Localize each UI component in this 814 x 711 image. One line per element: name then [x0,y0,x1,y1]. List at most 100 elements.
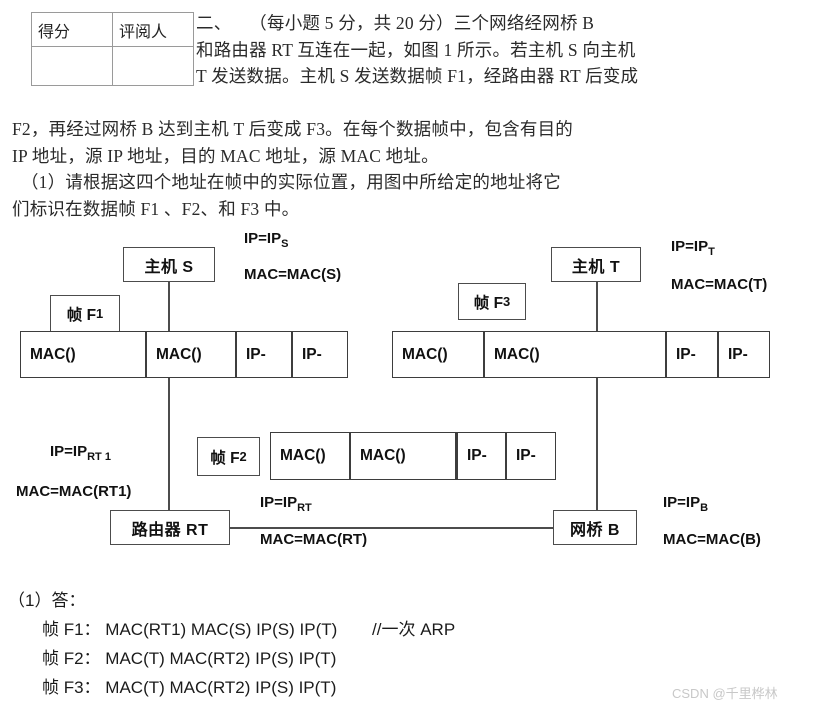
frame-f3-cell-dest-ip-label: IP- [676,345,696,363]
frame-f2-cell-dest-mac-label: MAC() [280,447,326,464]
tag-frame-f1-label: 帧 F [66,306,97,324]
node-host-s-label: 主机 S [144,258,194,276]
score-table: 得分 评阅人 [31,12,194,86]
annotation-rt1-ip-subscript: RT 1 [87,451,111,463]
annotation-host-t-ip: IP=IPT [671,238,715,258]
reviewer-header-cell: 评阅人 [112,12,194,47]
frame-f2-cell-src-mac: MAC() [350,432,456,480]
wire-router-to-bridge [230,527,554,529]
node-bridge-b: 网桥 B [553,510,637,545]
answer-section: （1）答： 帧 F1： MAC(RT1) MAC(S) IP(S) IP(T) … [8,586,608,702]
answer-row-label: 帧 F1： [42,620,101,639]
annotation-bridge-b-ip-text: IP=IP [663,494,701,511]
frame-f3-cell-src-mac: MAC() [484,331,666,378]
answer-row: 帧 F1： MAC(RT1) MAC(S) IP(S) IP(T) //一次 A… [8,615,608,644]
csdn-watermark: CSDN @千里桦林 [672,686,778,701]
frame-f1-cell-src-ip: IP- [292,331,348,378]
tag-frame-f3-subscript: 3 [503,294,511,309]
frame-f2-cell-dest-mac: MAC() [270,432,350,480]
frame-f1-cell-src-mac: MAC() [146,331,236,378]
frame-f2-cell-src-ip-label: IP- [516,447,536,464]
question-line: 们标识在数据帧 F1 、F2、和 F3 中。 [12,198,300,219]
question-line: 和路由器 RT 互连在一起，如图 1 所示。若主机 S 向主机 [196,39,636,60]
node-router-rt: 路由器 RT [110,510,230,545]
annotation-rt-ip: IP=IPRT [260,494,312,514]
answer-row-value: MAC(T) MAC(RT2) IP(S) IP(T) [105,649,337,668]
wire-frame-f3-to-bridge [596,378,598,512]
table-row [31,46,194,86]
frame-f1-cell-dest-mac: MAC() [20,331,146,378]
answer-row-comment [336,649,366,668]
frame-f3-cell-src-ip: IP- [718,331,770,378]
frame-f3-cell-dest-mac-label: MAC() [402,345,448,363]
wire-host-t-to-frame-f3 [596,281,598,331]
annotation-rt1-ip-text: IP=IP [50,443,88,460]
answer-row-label: 帧 F3： [42,678,101,697]
frame-f3-cell-dest-mac: MAC() [392,331,484,378]
question-line: F2，再经过网桥 B 达到主机 T 后变成 F3。在每个数据帧中，包含有目的 [12,119,573,139]
frame-f2-cell-src-ip: IP- [506,432,556,480]
frame-f1-cell-dest-ip-label: IP- [246,345,266,363]
annotation-host-t-ip-subscript: T [708,246,715,258]
annotation-rt-mac: MAC=MAC(RT) [260,531,367,548]
annotation-rt1-ip: IP=IPRT 1 [50,443,111,463]
node-bridge-b-label: 网桥 B [569,521,620,539]
annotation-host-s-ip-subscript: S [281,238,289,250]
annotation-rt-ip-subscript: RT [297,502,312,514]
annotation-host-s-ip: IP=IPS [244,230,288,250]
score-header-cell: 得分 [31,12,113,47]
annotation-host-t-mac: MAC=MAC(T) [671,276,767,293]
answer-row-comment [336,678,366,697]
node-host-s: 主机 S [123,247,215,282]
annotation-bridge-b-ip: IP=IPB [663,494,708,514]
question-line: IP 地址，源 IP 地址，目的 MAC 地址，源 MAC 地址。 [12,145,439,166]
score-value-cell [31,46,113,86]
answer-heading: （1）答： [8,591,86,610]
tag-frame-f3-label: 帧 F [473,294,504,312]
tag-frame-f1-subscript: 1 [96,306,104,321]
reviewer-value-cell [112,46,194,86]
frame-f3-cell-src-mac-label: MAC() [494,345,540,363]
answer-row: 帧 F2： MAC(T) MAC(RT2) IP(S) IP(T) [8,644,608,673]
annotation-rt-mac-text: MAC=MAC(RT) [260,531,368,548]
tag-frame-f2-label: 帧 F [210,449,240,467]
answer-row-value: MAC(RT1) MAC(S) IP(S) IP(T) [105,620,338,639]
frame-f2-cell-dest-ip: IP- [456,432,506,480]
question-text-continued: F2，再经过网桥 B 达到主机 T 后变成 F3。在每个数据帧中，包含有目的 I… [12,116,812,222]
frame-f1-cell-dest-ip: IP- [236,331,292,378]
frame-f2-cell-dest-ip-label: IP- [467,447,487,464]
frame-f1-cell-dest-mac-label: MAC() [30,345,76,363]
annotation-host-s-mac: MAC=MAC(S) [244,266,341,283]
question-line: T 发送数据。主机 S 发送数据帧 F1，经路由器 RT 后变成 [196,66,639,86]
frame-f3-cell-src-ip-label: IP- [728,345,748,363]
question-text-top: 二、 （每小题 5 分，共 20 分）三个网络经网桥 B 和路由器 RT 互连在… [196,10,814,90]
annotation-bridge-b-mac: MAC=MAC(B) [663,531,761,548]
table-row: 得分 评阅人 [31,12,194,47]
annotation-host-t-ip-text: IP=IP [671,238,709,255]
answer-row-label: 帧 F2： [42,649,101,668]
frame-f3-cell-dest-ip: IP- [666,331,718,378]
wire-host-s-to-frame-f1 [168,281,170,331]
frame-f2-cell-src-mac-label: MAC() [360,447,406,464]
answer-row-value: MAC(T) MAC(RT2) IP(S) IP(T) [105,678,337,697]
answer-row: 帧 F3： MAC(T) MAC(RT2) IP(S) IP(T) [8,673,608,702]
annotation-host-s-mac-text: MAC=MAC(S) [244,266,342,283]
frame-f1-cell-src-mac-label: MAC() [156,345,202,363]
wire-frame-f1-to-router [168,378,170,517]
annotation-rt1-mac-text: MAC=MAC(RT1) [16,483,132,500]
annotation-host-s-ip-text: IP=IP [244,230,282,247]
node-host-t-label: 主机 T [571,258,621,276]
answer-row-comment: //一次 ARP [372,620,456,639]
annotation-rt1-mac: MAC=MAC(RT1) [16,483,131,500]
annotation-bridge-b-mac-text: MAC=MAC(B) [663,531,761,548]
frame-f1-cell-src-ip-label: IP- [302,345,322,363]
question-line: （1）请根据这四个地址在帧中的实际位置，用图中所给定的地址将它 [12,172,561,192]
annotation-host-t-mac-text: MAC=MAC(T) [671,276,768,293]
node-router-rt-label: 路由器 RT [131,521,209,539]
annotation-rt-ip-text: IP=IP [260,494,298,511]
annotation-bridge-b-ip-subscript: B [700,502,709,514]
tag-frame-f2-subscript: 2 [239,449,247,464]
question-line: 二、 （每小题 5 分，共 20 分）三个网络经网桥 B [196,13,595,33]
